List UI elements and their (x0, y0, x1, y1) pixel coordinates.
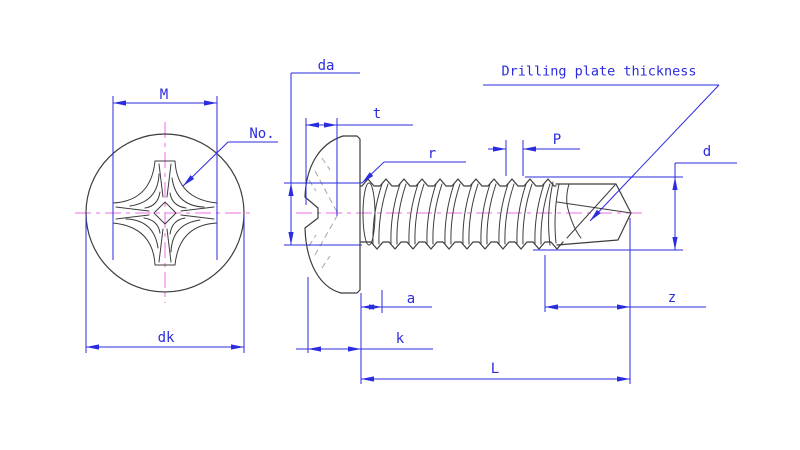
dim-label-z: z (668, 291, 676, 305)
dim-label-L: L (491, 362, 499, 376)
dimension-P (488, 140, 580, 176)
dimension-k (296, 277, 433, 353)
dim-label-da: da (318, 59, 335, 73)
dimension-d (525, 163, 737, 250)
callout-label-no: No. (249, 127, 274, 141)
dim-label-d: d (703, 145, 711, 159)
dim-label-r: r (428, 147, 436, 161)
dimension-a (361, 290, 432, 313)
dim-label-M: M (160, 88, 168, 102)
side-view (284, 73, 737, 384)
dim-label-dk: dk (158, 331, 175, 345)
dim-label-P: P (553, 133, 561, 147)
front-view (75, 96, 278, 353)
thread-profile (361, 179, 563, 249)
thread-runout (363, 183, 375, 245)
dim-label-k: k (396, 332, 404, 346)
dim-label-t: t (373, 107, 381, 121)
callout-r-leader (362, 162, 466, 183)
dimension-z (545, 255, 706, 312)
dim-label-a: a (407, 292, 415, 306)
callout-label-drilling-plate-thickness: Drilling plate thickness (501, 65, 696, 79)
callout-no-leader (183, 142, 278, 186)
head-profile (305, 136, 360, 293)
dimension-arrowheads (86, 100, 678, 381)
